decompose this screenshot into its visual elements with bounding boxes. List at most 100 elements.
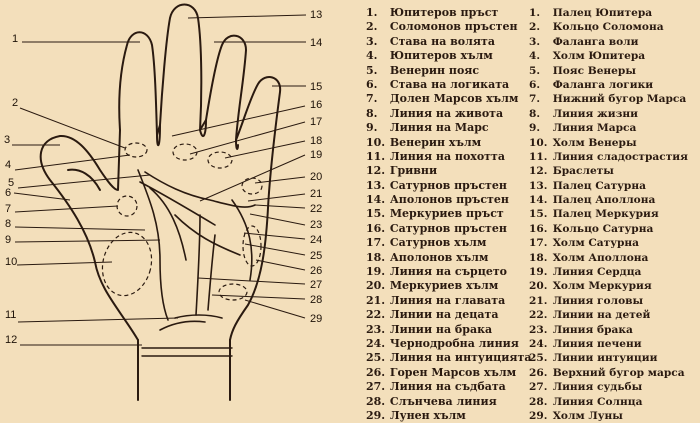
legend-text: Лунен хълм — [389, 408, 466, 422]
legend-item: 10. Холм Венеры — [529, 136, 688, 150]
legend-number: 27. — [529, 381, 548, 394]
legend-text: Палец Юпитера — [552, 7, 653, 19]
legend-number: 22. — [366, 308, 386, 322]
legend-number: 28. — [529, 395, 548, 408]
legend-number: 7. — [529, 93, 541, 106]
legend-item: 28. Линия Солнца — [529, 395, 688, 409]
legend-number: 21. — [529, 294, 548, 307]
legend-item: 20. Меркуриев хълм — [366, 279, 532, 293]
legend-text: Браслеты — [552, 165, 614, 178]
marker-number: 16 — [310, 99, 322, 111]
marker-number: 25 — [310, 250, 322, 262]
legend-item: 23. Линия брака — [529, 323, 688, 337]
legend-number: 18. — [529, 251, 548, 264]
marker-number: 11 — [5, 309, 16, 321]
legend-number: 8. — [529, 107, 541, 120]
legend-number: 25. — [366, 351, 386, 365]
legend-number: 14. — [366, 193, 386, 207]
legend-item: 1. Палец Юпитера — [529, 6, 688, 20]
marker-number: 18 — [310, 135, 322, 147]
marker-number: 12 — [5, 334, 17, 346]
legend-text: Линия головы — [552, 294, 644, 307]
legend-text: Сатурнов хълм — [389, 236, 487, 250]
legend-item: 16. Кольцо Сатурна — [529, 222, 688, 236]
legend-item: 24. Чернодробна линия — [366, 337, 532, 351]
legend-text: Линия Марса — [552, 122, 637, 135]
legend-text: Холм Меркурия — [552, 280, 652, 293]
mounts — [101, 142, 263, 301]
legend-text: Чернодробна линия — [389, 336, 519, 350]
marker-number: 2 — [12, 97, 18, 109]
legend-item: 14. Палец Аполлона — [529, 193, 688, 207]
legend-text: Фаланга логики — [552, 78, 654, 91]
legend-text: Долен Марсов хълм — [389, 92, 519, 106]
legend-item: 17. Сатурнов хълм — [366, 236, 532, 250]
legend-number: 5. — [366, 63, 378, 77]
legend-text: Става на логиката — [389, 77, 510, 91]
legend-text: Нижний бугор Марса — [552, 93, 687, 106]
legend-text: Линии на детей — [552, 309, 651, 322]
legend-text: Кольцо Сатурна — [552, 222, 654, 235]
legend-item: 4. Юпитеров хълм — [366, 49, 532, 63]
legend-number: 3. — [366, 34, 378, 48]
marker-number: 3 — [4, 134, 10, 146]
marker-number: 29 — [310, 313, 322, 325]
legend-item: 3. Фаланга воли — [529, 35, 688, 49]
legend-item: 12. Гривни — [366, 164, 532, 178]
legend-item: 5. Пояс Венеры — [529, 64, 688, 78]
legend-number: 11. — [366, 149, 386, 163]
legend-item: 15. Палец Меркурия — [529, 207, 688, 221]
marker-number: 14 — [310, 37, 322, 49]
legend-number: 13. — [366, 178, 386, 192]
legend-item: 12. Браслеты — [529, 164, 688, 178]
legend-number: 2. — [366, 20, 378, 34]
marker-labels: 1234567891011121314151617181920212223242… — [4, 9, 322, 346]
legend-number: 29. — [529, 409, 548, 422]
hand-outline — [39, 3, 282, 401]
legend-number: 5. — [529, 64, 541, 77]
marker-number: 10 — [5, 256, 17, 268]
legend-item: 27. Линия судьбы — [529, 380, 688, 394]
legend-number: 8. — [366, 106, 378, 120]
legend-item: 13. Палец Сатурна — [529, 179, 688, 193]
legend-item: 17. Холм Сатурна — [529, 236, 688, 250]
legend-item: 20. Холм Меркурия — [529, 279, 688, 293]
legend-item: 7. Долен Марсов хълм — [366, 92, 532, 106]
marker-number: 1 — [12, 33, 18, 45]
legend-text: Палец Меркурия — [552, 208, 659, 221]
legend-item: 22. Линии на децата — [366, 308, 532, 322]
legend-text: Линия на похотта — [389, 149, 505, 163]
legend-text: Горен Марсов хълм — [389, 365, 517, 379]
legend-text: Юпитеров пръст — [389, 6, 499, 19]
palm-lines — [137, 169, 256, 357]
legend-number: 27. — [366, 380, 386, 394]
legend-item: 9. Линия на Марс — [366, 121, 532, 135]
legend-number: 20. — [366, 279, 386, 293]
legend-text: Линии интуиции — [552, 352, 658, 365]
legend-text: Линия на живота — [389, 106, 504, 120]
legend-item: 2. Кольцо Соломона — [529, 20, 688, 34]
marker-number: 5 — [8, 177, 14, 189]
legend-item: 2. Соломонов пръстен — [366, 20, 532, 34]
legend-text: Палец Сатурна — [552, 179, 646, 192]
legend-text: Линии на брака — [389, 322, 493, 336]
legend-number: 16. — [366, 221, 386, 235]
legend-item: 21. Линия головы — [529, 294, 688, 308]
legend-item: 19. Линия Сердца — [529, 265, 688, 279]
legend-number: 3. — [529, 35, 541, 48]
legend-item: 8. Линия жизни — [529, 107, 688, 121]
marker-number: 27 — [310, 279, 322, 291]
legend-number: 12. — [529, 165, 548, 178]
legend-item: 7. Нижний бугор Марса — [529, 92, 688, 106]
legend-number: 6. — [529, 78, 541, 91]
legend-text: Линия жизни — [552, 107, 638, 120]
legend-text: Холм Луны — [552, 409, 623, 422]
legend-text: Линия судьбы — [552, 381, 643, 394]
legend-item: 4. Холм Юпитера — [529, 49, 688, 63]
legend-item: 27. Линия на съдбата — [366, 380, 532, 394]
legend-text: Фаланга воли — [552, 35, 639, 48]
legend-number: 16. — [529, 222, 548, 235]
legend-item: 13. Сатурнов пръстен — [366, 179, 532, 193]
marker-number: 28 — [310, 294, 322, 306]
legend-item: 11. Линия сладострастия — [529, 150, 688, 164]
